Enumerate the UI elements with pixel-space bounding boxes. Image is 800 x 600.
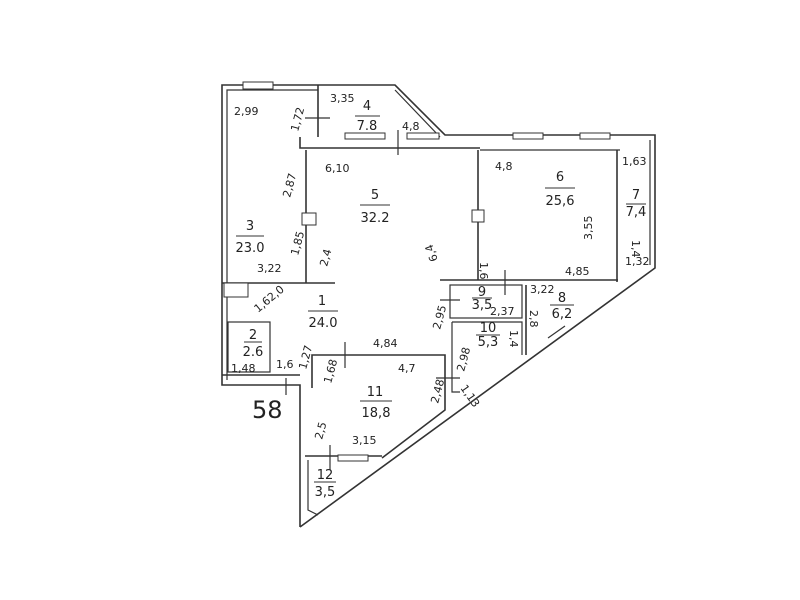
room-4: 47.8 (355, 99, 380, 134)
svg-text:1: 1 (318, 294, 326, 309)
column (301, 212, 317, 226)
window (337, 454, 369, 462)
room-12: 123,5 (314, 468, 336, 500)
svg-text:4,85: 4,85 (565, 265, 590, 278)
svg-text:3,35: 3,35 (330, 92, 355, 105)
svg-text:2,37: 2,37 (490, 305, 515, 318)
room-11: 11 18,8 (360, 385, 392, 421)
svg-text:3,22: 3,22 (530, 283, 555, 296)
svg-text:6,4: 6,4 (423, 243, 441, 264)
svg-text:2,8: 2,8 (527, 310, 540, 328)
window (512, 132, 544, 140)
svg-text:3,55: 3,55 (582, 216, 595, 241)
window (344, 132, 386, 140)
window (406, 132, 440, 140)
room-6: 625,6 (545, 170, 575, 209)
svg-text:9: 9 (478, 285, 486, 300)
svg-text:2,95: 2,95 (430, 304, 449, 331)
svg-text:3,22: 3,22 (257, 262, 282, 275)
svg-text:3,5: 3,5 (472, 298, 493, 313)
room-10: 105,3 (476, 321, 500, 350)
svg-text:2,98: 2,98 (454, 346, 473, 373)
room-9: 93,5 (472, 285, 493, 313)
svg-text:1,6: 1,6 (276, 358, 294, 371)
svg-text:2: 2 (249, 328, 257, 343)
svg-text:6,10: 6,10 (325, 162, 350, 175)
svg-text:2.6: 2.6 (243, 345, 264, 360)
svg-text:1,13: 1,13 (458, 382, 483, 410)
svg-text:1,72: 1,72 (288, 106, 307, 133)
svg-text:2,4: 2,4 (317, 248, 334, 268)
svg-text:4,8: 4,8 (495, 160, 513, 173)
svg-text:7.8: 7.8 (357, 119, 378, 134)
svg-text:2,99: 2,99 (234, 105, 259, 118)
svg-text:5: 5 (371, 188, 379, 203)
svg-text:32.2: 32.2 (361, 211, 390, 226)
svg-text:5,3: 5,3 (478, 335, 499, 350)
svg-text:6: 6 (556, 170, 564, 185)
svg-text:3: 3 (246, 219, 254, 234)
svg-text:1,63: 1,63 (622, 155, 647, 168)
svg-text:24.0: 24.0 (309, 316, 338, 331)
svg-text:3,15: 3,15 (352, 434, 377, 447)
svg-text:1,27: 1,27 (296, 344, 315, 371)
svg-text:4,7: 4,7 (398, 362, 416, 375)
window (242, 81, 274, 90)
svg-text:3,5: 3,5 (315, 485, 336, 500)
svg-text:6,2: 6,2 (552, 307, 573, 322)
svg-text:4: 4 (363, 99, 371, 114)
room-2-outline (227, 321, 271, 373)
svg-text:1,4: 1,4 (629, 240, 642, 258)
room-5: 532.2 (360, 188, 390, 226)
walls (221, 81, 656, 528)
svg-text:10: 10 (480, 321, 497, 336)
room-7: 77,4 (626, 188, 647, 220)
svg-text:2,87: 2,87 (280, 172, 299, 199)
svg-text:18,8: 18,8 (362, 406, 391, 421)
window (579, 132, 611, 140)
svg-text:4,84: 4,84 (373, 337, 398, 350)
room-labels: 323.0 47.8 532.2 625,6 77,4 124.0 22.6 9… (236, 99, 647, 500)
svg-text:7,4: 7,4 (626, 205, 647, 220)
svg-text:2,48: 2,48 (428, 378, 447, 405)
room-2: 22.6 (243, 328, 264, 360)
svg-text:2,5: 2,5 (312, 421, 329, 441)
dimension-labels: 2,99 3,35 1,72 4,8 6,10 2,87 1,85 2,4 3,… (231, 92, 650, 447)
svg-text:4,8: 4,8 (402, 120, 420, 133)
column (223, 282, 249, 298)
svg-text:11: 11 (367, 385, 384, 400)
svg-text:1,85: 1,85 (288, 230, 307, 257)
room-8: 86,2 (550, 291, 574, 322)
svg-text:1,62,0: 1,62,0 (252, 283, 287, 315)
svg-text:1,48: 1,48 (231, 362, 256, 375)
svg-text:1,32: 1,32 (625, 255, 650, 268)
svg-text:1,4: 1,4 (507, 330, 520, 348)
svg-text:8: 8 (558, 291, 566, 306)
room-3: 323.0 (236, 219, 265, 256)
svg-text:25,6: 25,6 (546, 194, 575, 209)
svg-text:23.0: 23.0 (236, 241, 265, 256)
svg-text:7: 7 (632, 188, 640, 203)
plan-label: 58 (252, 396, 283, 424)
column (471, 209, 485, 223)
room-1: 124.0 (308, 294, 338, 331)
svg-text:1,68: 1,68 (321, 358, 340, 385)
svg-text:12: 12 (317, 468, 334, 483)
svg-text:1,6: 1,6 (477, 262, 490, 280)
